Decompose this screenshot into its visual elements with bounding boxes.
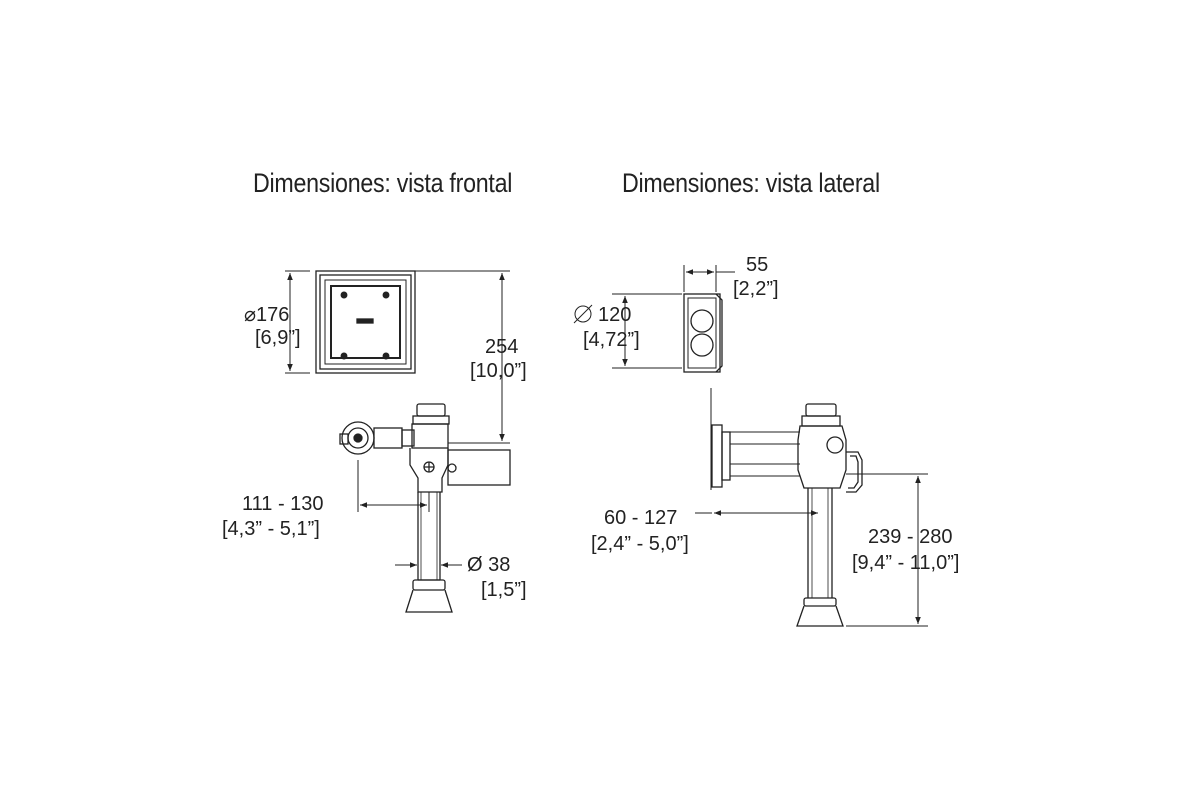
- front-valve-body: [339, 403, 511, 613]
- side-wall-offset-label: 60 - 127: [604, 507, 677, 529]
- side-depth-label: 55: [746, 254, 768, 276]
- side-wall-offset-inch-label: [2,4” - 5,0”]: [591, 533, 689, 555]
- front-height-inch-label: [10,0”]: [470, 360, 527, 382]
- front-plate-width-inch-label: [6,9”]: [255, 327, 301, 349]
- front-dimension-lines: [285, 270, 510, 568]
- side-sensor-plate: [683, 293, 723, 373]
- front-pipe-diameter-inch-label: [1,5”]: [481, 579, 527, 601]
- front-wall-offset-inch-label: [4,3” - 5,1”]: [222, 518, 320, 540]
- front-wall-plate: [315, 270, 416, 374]
- front-view-drawing: [315, 270, 511, 613]
- front-pipe-diameter-label: Ø 38: [467, 554, 510, 576]
- side-height-inch-label: [9,4” - 11,0”]: [852, 552, 959, 574]
- front-plate-width-label: ⌀176: [244, 304, 289, 326]
- front-height-label: 254: [485, 336, 518, 358]
- front-view-title: Dimensiones: vista frontal: [253, 168, 513, 198]
- front-wall-offset-label: 111 - 130: [242, 493, 324, 515]
- side-sensor-diameter-inch-label: [4,72”]: [583, 329, 640, 351]
- side-depth-inch-label: [2,2”]: [733, 278, 779, 300]
- side-sensor-diameter-label: 120: [598, 304, 631, 326]
- side-dimension-lines: [573, 265, 928, 627]
- side-view-title: Dimensiones: vista lateral: [622, 168, 880, 198]
- side-height-label: 239 - 280: [868, 526, 953, 548]
- side-view-drawing: [683, 293, 863, 627]
- side-valve-body: [711, 403, 863, 627]
